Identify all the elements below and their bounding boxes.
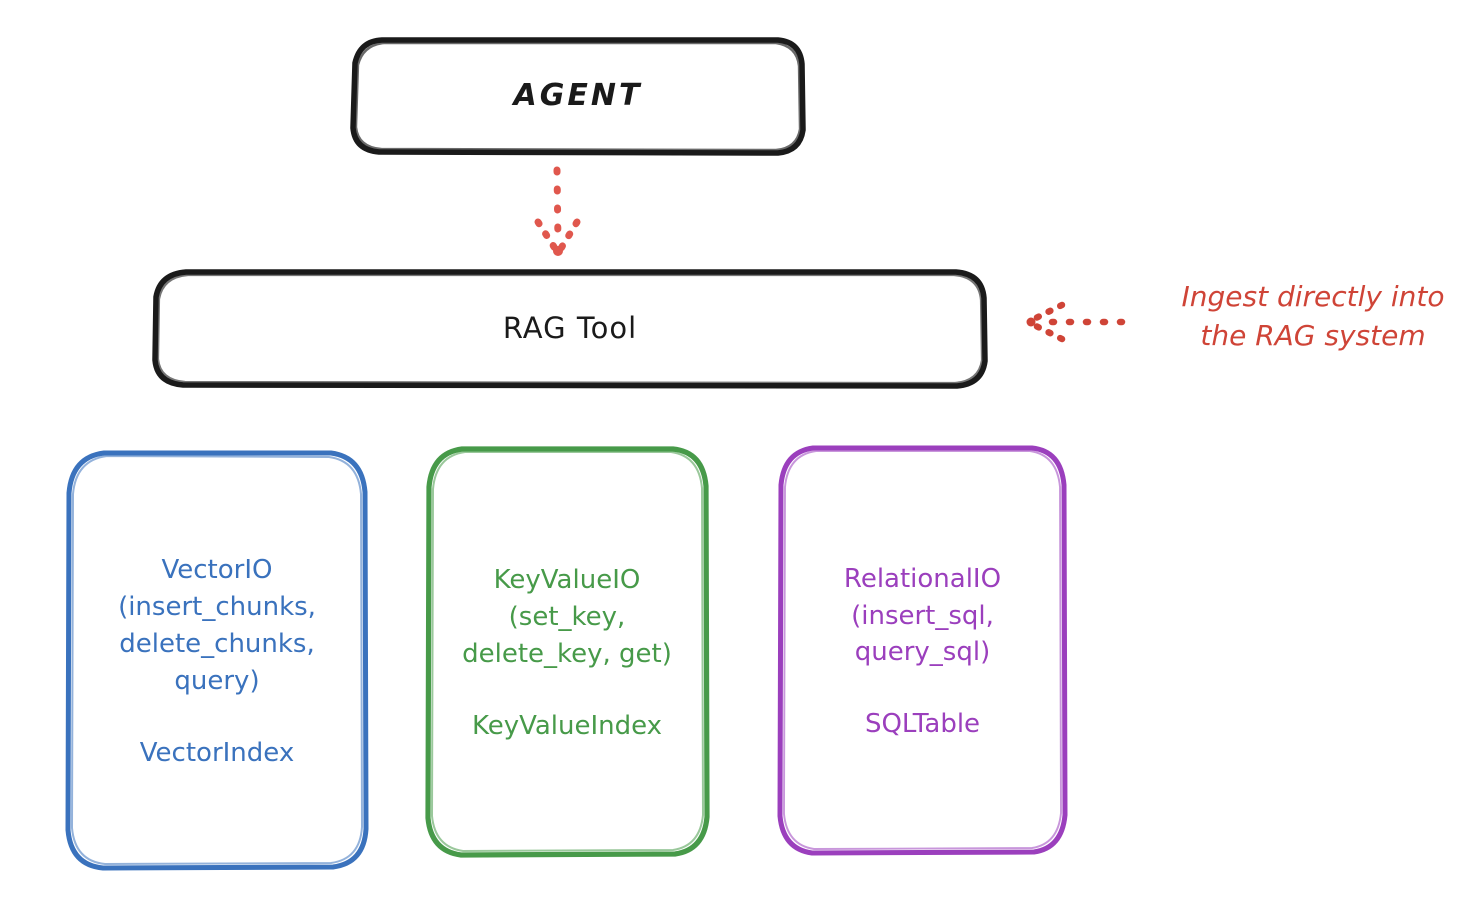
relational-io-label: RelationalIO (insert_sql, query_sql) <box>843 563 1002 668</box>
agent-label: AGENT <box>513 78 643 114</box>
vector-index-label: VectorIndex <box>139 737 295 768</box>
key-value-io-label: KeyValueIO (set_key, delete_key, get) <box>462 565 672 669</box>
sql-table-label: SQLTable <box>864 709 981 740</box>
vector-io-node[interactable]: VectorIO (insert_chunks, delete_chunks, … <box>68 452 366 868</box>
key-value-index-label: KeyValueIndex <box>471 710 663 741</box>
ingest-annotation-text: Ingest directly into the RAG system <box>1181 280 1445 352</box>
agent-node[interactable]: AGENT <box>353 39 803 153</box>
connector-ingest-to-rag-tool <box>1026 301 1126 343</box>
vector-io-label: VectorIO (insert_chunks, delete_chunks, … <box>118 555 316 696</box>
rag-tool-node[interactable]: RAG Tool <box>155 271 985 386</box>
rag-tool-label: RAG Tool <box>502 311 638 346</box>
relational-io-node[interactable]: RelationalIO (insert_sql, query_sql) SQL… <box>780 447 1065 853</box>
connector-agent-to-rag-tool <box>534 166 581 256</box>
key-value-io-node[interactable]: KeyValueIO (set_key, delete_key, get) Ke… <box>427 448 707 855</box>
